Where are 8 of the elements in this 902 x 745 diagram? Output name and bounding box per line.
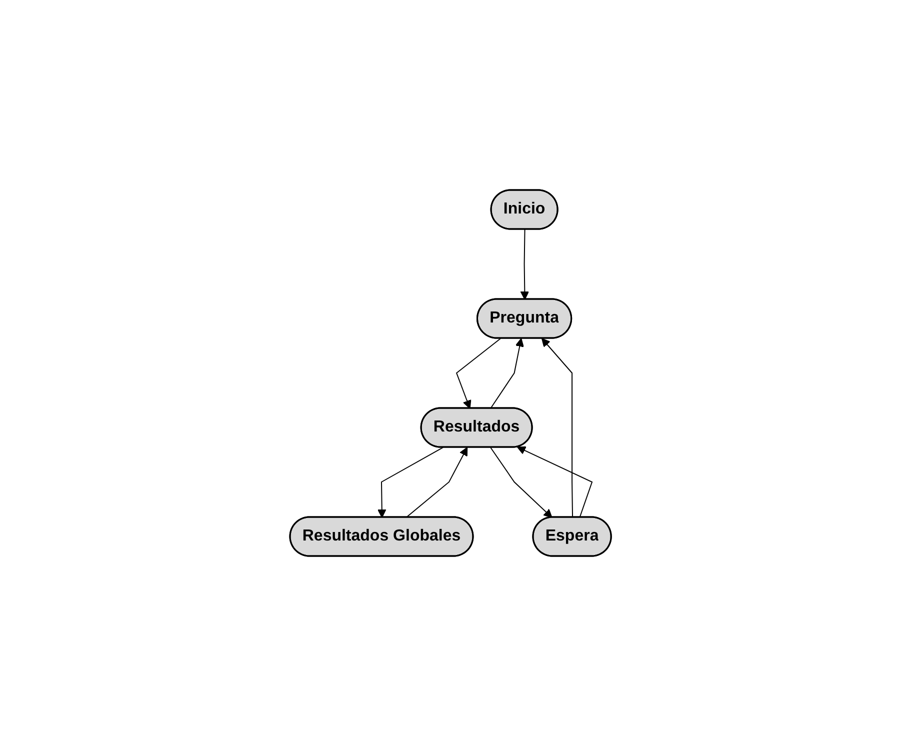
arrow (520, 228, 530, 300)
arrow (517, 446, 594, 518)
arrow (378, 446, 444, 518)
arrow (406, 446, 468, 518)
arrow (456, 338, 502, 408)
arrow (490, 338, 524, 408)
arrow (490, 446, 553, 518)
arrow (542, 338, 574, 518)
